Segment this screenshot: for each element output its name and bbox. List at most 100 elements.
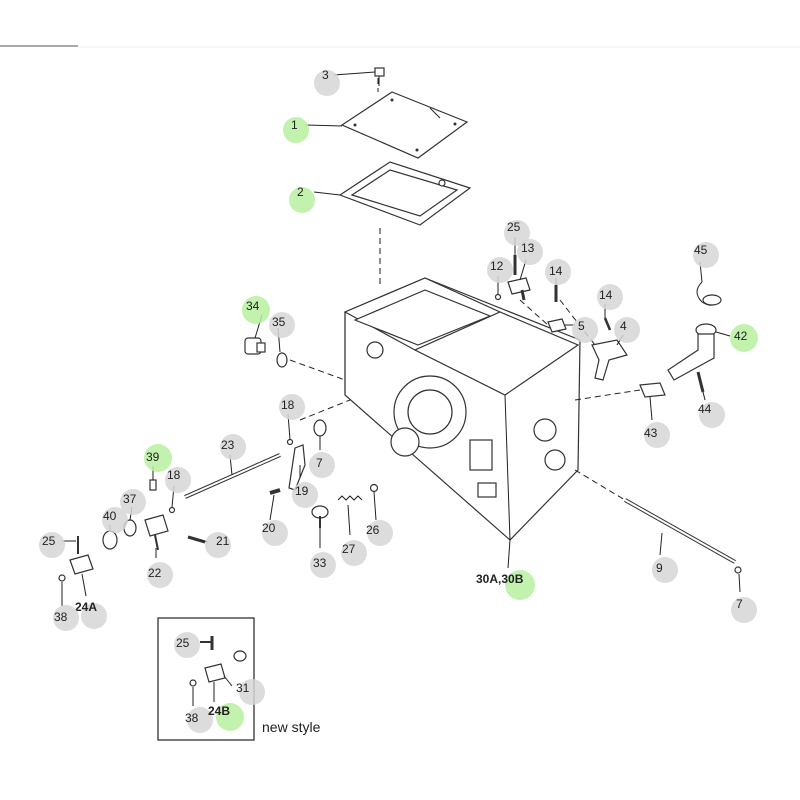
svg-text:3: 3 xyxy=(322,68,329,82)
svg-text:7: 7 xyxy=(736,597,743,611)
block-24A-part xyxy=(69,536,94,575)
callout-1: 1 xyxy=(283,117,309,143)
align-line xyxy=(289,359,346,381)
callout-43: 43 xyxy=(644,422,670,448)
align-line xyxy=(519,299,549,326)
block-13-part xyxy=(507,277,531,301)
svg-text:31: 31 xyxy=(236,681,250,695)
svg-text:5: 5 xyxy=(578,319,585,333)
bolt-3-part xyxy=(374,67,385,86)
svg-text:1: 1 xyxy=(291,118,298,132)
svg-text:40: 40 xyxy=(103,509,117,523)
callout-labels: 3 1 2 25 13 12 14 45 14 5 4 42 34 35 43 … xyxy=(39,68,758,733)
block-5-part xyxy=(547,318,567,333)
callout-31: 31 xyxy=(236,679,265,705)
svg-text:35: 35 xyxy=(272,315,286,329)
svg-text:24A: 24A xyxy=(75,600,97,614)
svg-text:22: 22 xyxy=(148,566,162,580)
callout-7: 7 xyxy=(309,452,335,478)
svg-text:20: 20 xyxy=(262,521,276,535)
align-line xyxy=(299,399,351,421)
pin-18-upper-part xyxy=(286,438,294,446)
callout-39: 39 xyxy=(144,444,172,472)
callout-38: 38 xyxy=(53,605,79,631)
hook-45-part xyxy=(696,281,722,306)
align-line xyxy=(574,389,641,401)
svg-text:27: 27 xyxy=(342,542,356,556)
svg-text:43: 43 xyxy=(644,426,658,440)
svg-text:19: 19 xyxy=(295,484,309,498)
block-22-part xyxy=(144,514,169,551)
callout-21: 21 xyxy=(205,532,231,558)
bolt-44-part xyxy=(696,371,705,393)
bolt-20-part xyxy=(269,488,281,495)
plate-43-part xyxy=(639,382,666,398)
svg-text:25: 25 xyxy=(42,534,56,548)
svg-text:23: 23 xyxy=(221,438,235,452)
svg-text:14: 14 xyxy=(599,288,613,302)
pin-12-part xyxy=(494,293,502,301)
svg-text:21: 21 xyxy=(216,534,230,548)
callout-35: 35 xyxy=(269,312,295,338)
svg-text:44: 44 xyxy=(698,402,712,416)
callout-27: 27 xyxy=(341,540,367,566)
bolt-21-part xyxy=(187,535,206,544)
plug-33-part xyxy=(311,505,329,528)
svg-text:14: 14 xyxy=(549,264,563,278)
pin-39-part xyxy=(149,479,157,491)
svg-text:38: 38 xyxy=(54,610,68,624)
svg-text:38: 38 xyxy=(185,711,199,725)
svg-text:37: 37 xyxy=(123,492,137,506)
new-style-caption: new style xyxy=(262,719,321,735)
align-line xyxy=(574,469,626,501)
callout-18-b: 18 xyxy=(165,467,191,493)
callout-14-b: 14 xyxy=(597,284,623,310)
shaft-9-part xyxy=(624,498,736,564)
callout-18: 18 xyxy=(279,394,305,420)
svg-text:18: 18 xyxy=(167,468,181,482)
callout-25-b: 25 xyxy=(39,532,65,558)
callout-13: 13 xyxy=(517,239,543,265)
callout-14: 14 xyxy=(545,259,571,285)
oring-7-part xyxy=(313,419,327,437)
callout-22: 22 xyxy=(147,562,173,588)
callout-19: 19 xyxy=(292,482,318,508)
callout-26: 26 xyxy=(366,520,393,546)
gasket-part xyxy=(338,161,472,226)
callout-24B: 24B xyxy=(208,703,244,731)
oring-35-part xyxy=(276,352,288,368)
callout-45: 45 xyxy=(693,242,719,268)
callout-25: 25 xyxy=(504,220,530,246)
svg-text:33: 33 xyxy=(313,556,327,570)
svg-text:25: 25 xyxy=(507,220,521,234)
callout-2: 2 xyxy=(289,185,315,213)
svg-text:2: 2 xyxy=(297,185,304,199)
svg-text:39: 39 xyxy=(146,450,160,464)
svg-text:13: 13 xyxy=(521,241,535,255)
svg-text:7: 7 xyxy=(316,456,323,470)
svg-text:4: 4 xyxy=(620,319,627,333)
svg-text:26: 26 xyxy=(366,523,380,537)
svg-text:24B: 24B xyxy=(208,704,230,718)
top-cover-part xyxy=(340,91,469,159)
svg-text:34: 34 xyxy=(246,299,260,313)
elbow-pipe-42-part xyxy=(667,323,717,381)
callout-4: 4 xyxy=(614,317,640,343)
callout-38-b: 38 xyxy=(185,707,213,733)
pin-18-part xyxy=(168,506,176,514)
svg-text:9: 9 xyxy=(656,561,663,575)
callout-25-c: 25 xyxy=(174,632,200,658)
callout-7-b: 7 xyxy=(731,597,757,623)
ball-26-part xyxy=(369,483,379,493)
callout-40: 40 xyxy=(102,507,128,533)
svg-text:12: 12 xyxy=(490,259,504,273)
callout-34: 34 xyxy=(242,296,270,324)
callout-23: 23 xyxy=(220,434,246,460)
callout-5: 5 xyxy=(572,317,598,343)
spring-27-part xyxy=(337,495,363,501)
callout-30A-30B: 30A,30B xyxy=(476,570,535,600)
callout-20: 20 xyxy=(262,520,288,546)
svg-text:25: 25 xyxy=(176,636,190,650)
svg-text:45: 45 xyxy=(694,243,708,257)
